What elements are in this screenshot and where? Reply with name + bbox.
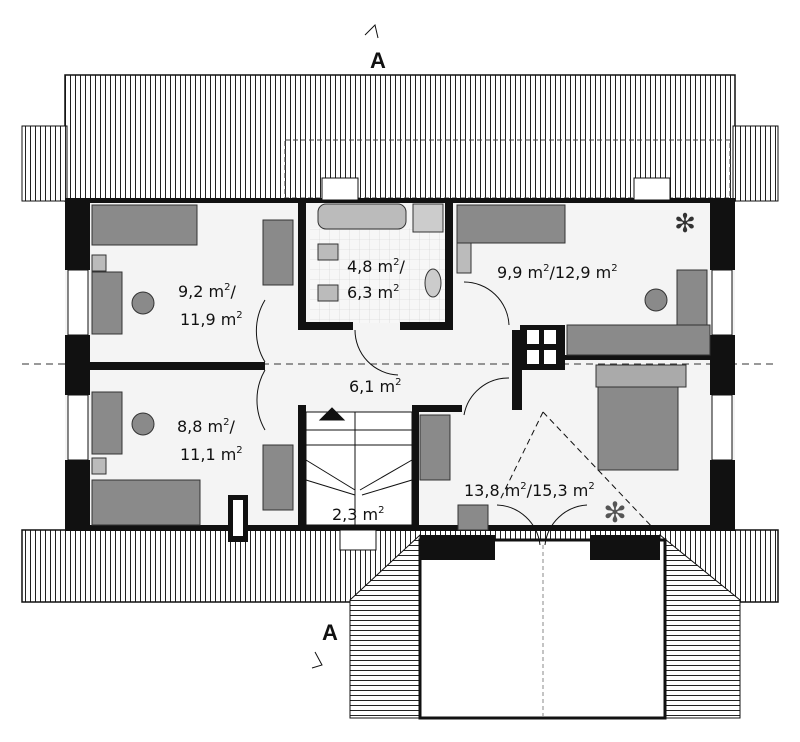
room-label-bathroom: 4,8 m2/ 6,3 m2 (347, 257, 406, 302)
nightstand (456, 242, 472, 274)
area-text: 11,1 m2 (180, 445, 243, 464)
nightstands (595, 364, 687, 388)
sink (424, 268, 442, 298)
section-marker-bottom: A (311, 620, 338, 669)
room-label-master-bedroom: 13,8 m2/15,3 m2 (464, 481, 595, 500)
section-marker-top-label: A (370, 48, 386, 73)
room-label-hall: 6,1 m2 (349, 377, 402, 396)
chair (131, 291, 155, 315)
area-text: 2,3 m2 (332, 505, 385, 524)
bed (91, 479, 201, 526)
room-label-bedroom-3: 8,8 m2/ 11,1 m2 (177, 417, 243, 464)
roof-slope-lines (499, 411, 656, 531)
bed (456, 204, 566, 244)
section-marker-bottom-label: A (322, 620, 338, 645)
area-text: 11,9 m2 (180, 310, 243, 329)
walls (65, 198, 735, 560)
desk (91, 271, 123, 335)
roof-top (21, 74, 779, 202)
shower (412, 203, 444, 233)
bathtub (317, 203, 407, 230)
furniture (91, 203, 711, 531)
plant-icon: ✻ (674, 209, 696, 238)
wardrobe (419, 414, 451, 481)
area-text: 8,8 m2/ (177, 417, 236, 436)
area-text: 4,8 m2/ (347, 257, 406, 276)
desk (676, 269, 708, 335)
toilet (317, 284, 339, 302)
room-label-bedroom-1: 9,2 m2/ 11,9 m2 (178, 282, 243, 329)
doors (255, 281, 588, 546)
plant-icon: ✻ (603, 498, 626, 529)
bed (91, 204, 198, 246)
wardrobe (566, 324, 711, 356)
chimney-inner (233, 500, 243, 536)
armchair (457, 504, 489, 531)
desk (91, 391, 123, 455)
area-text: 13,8 m2/15,3 m2 (464, 481, 595, 500)
room-label-stairs: 2,3 m2 (332, 505, 385, 524)
nightstand (91, 457, 107, 475)
nightstand (91, 254, 107, 272)
section-marker-top: A (364, 24, 386, 73)
area-text: 6,1 m2 (349, 377, 402, 396)
bidet (317, 243, 339, 261)
windows (67, 177, 733, 551)
room-label-bedroom-2: 9,9 m2/12,9 m2 (497, 263, 618, 282)
double-bed (597, 384, 679, 471)
area-text: 9,2 m2/ (178, 282, 237, 301)
wardrobe (262, 219, 294, 286)
staircase (305, 407, 413, 526)
chair (644, 288, 668, 312)
stair-direction-arrow-icon (318, 407, 346, 421)
roof-bottom (21, 529, 779, 720)
chair (131, 412, 155, 436)
area-text: 9,9 m2/12,9 m2 (497, 263, 618, 282)
wardrobe (262, 444, 294, 511)
area-text: 6,3 m2 (347, 283, 400, 302)
ventilation-shaft (520, 325, 565, 370)
